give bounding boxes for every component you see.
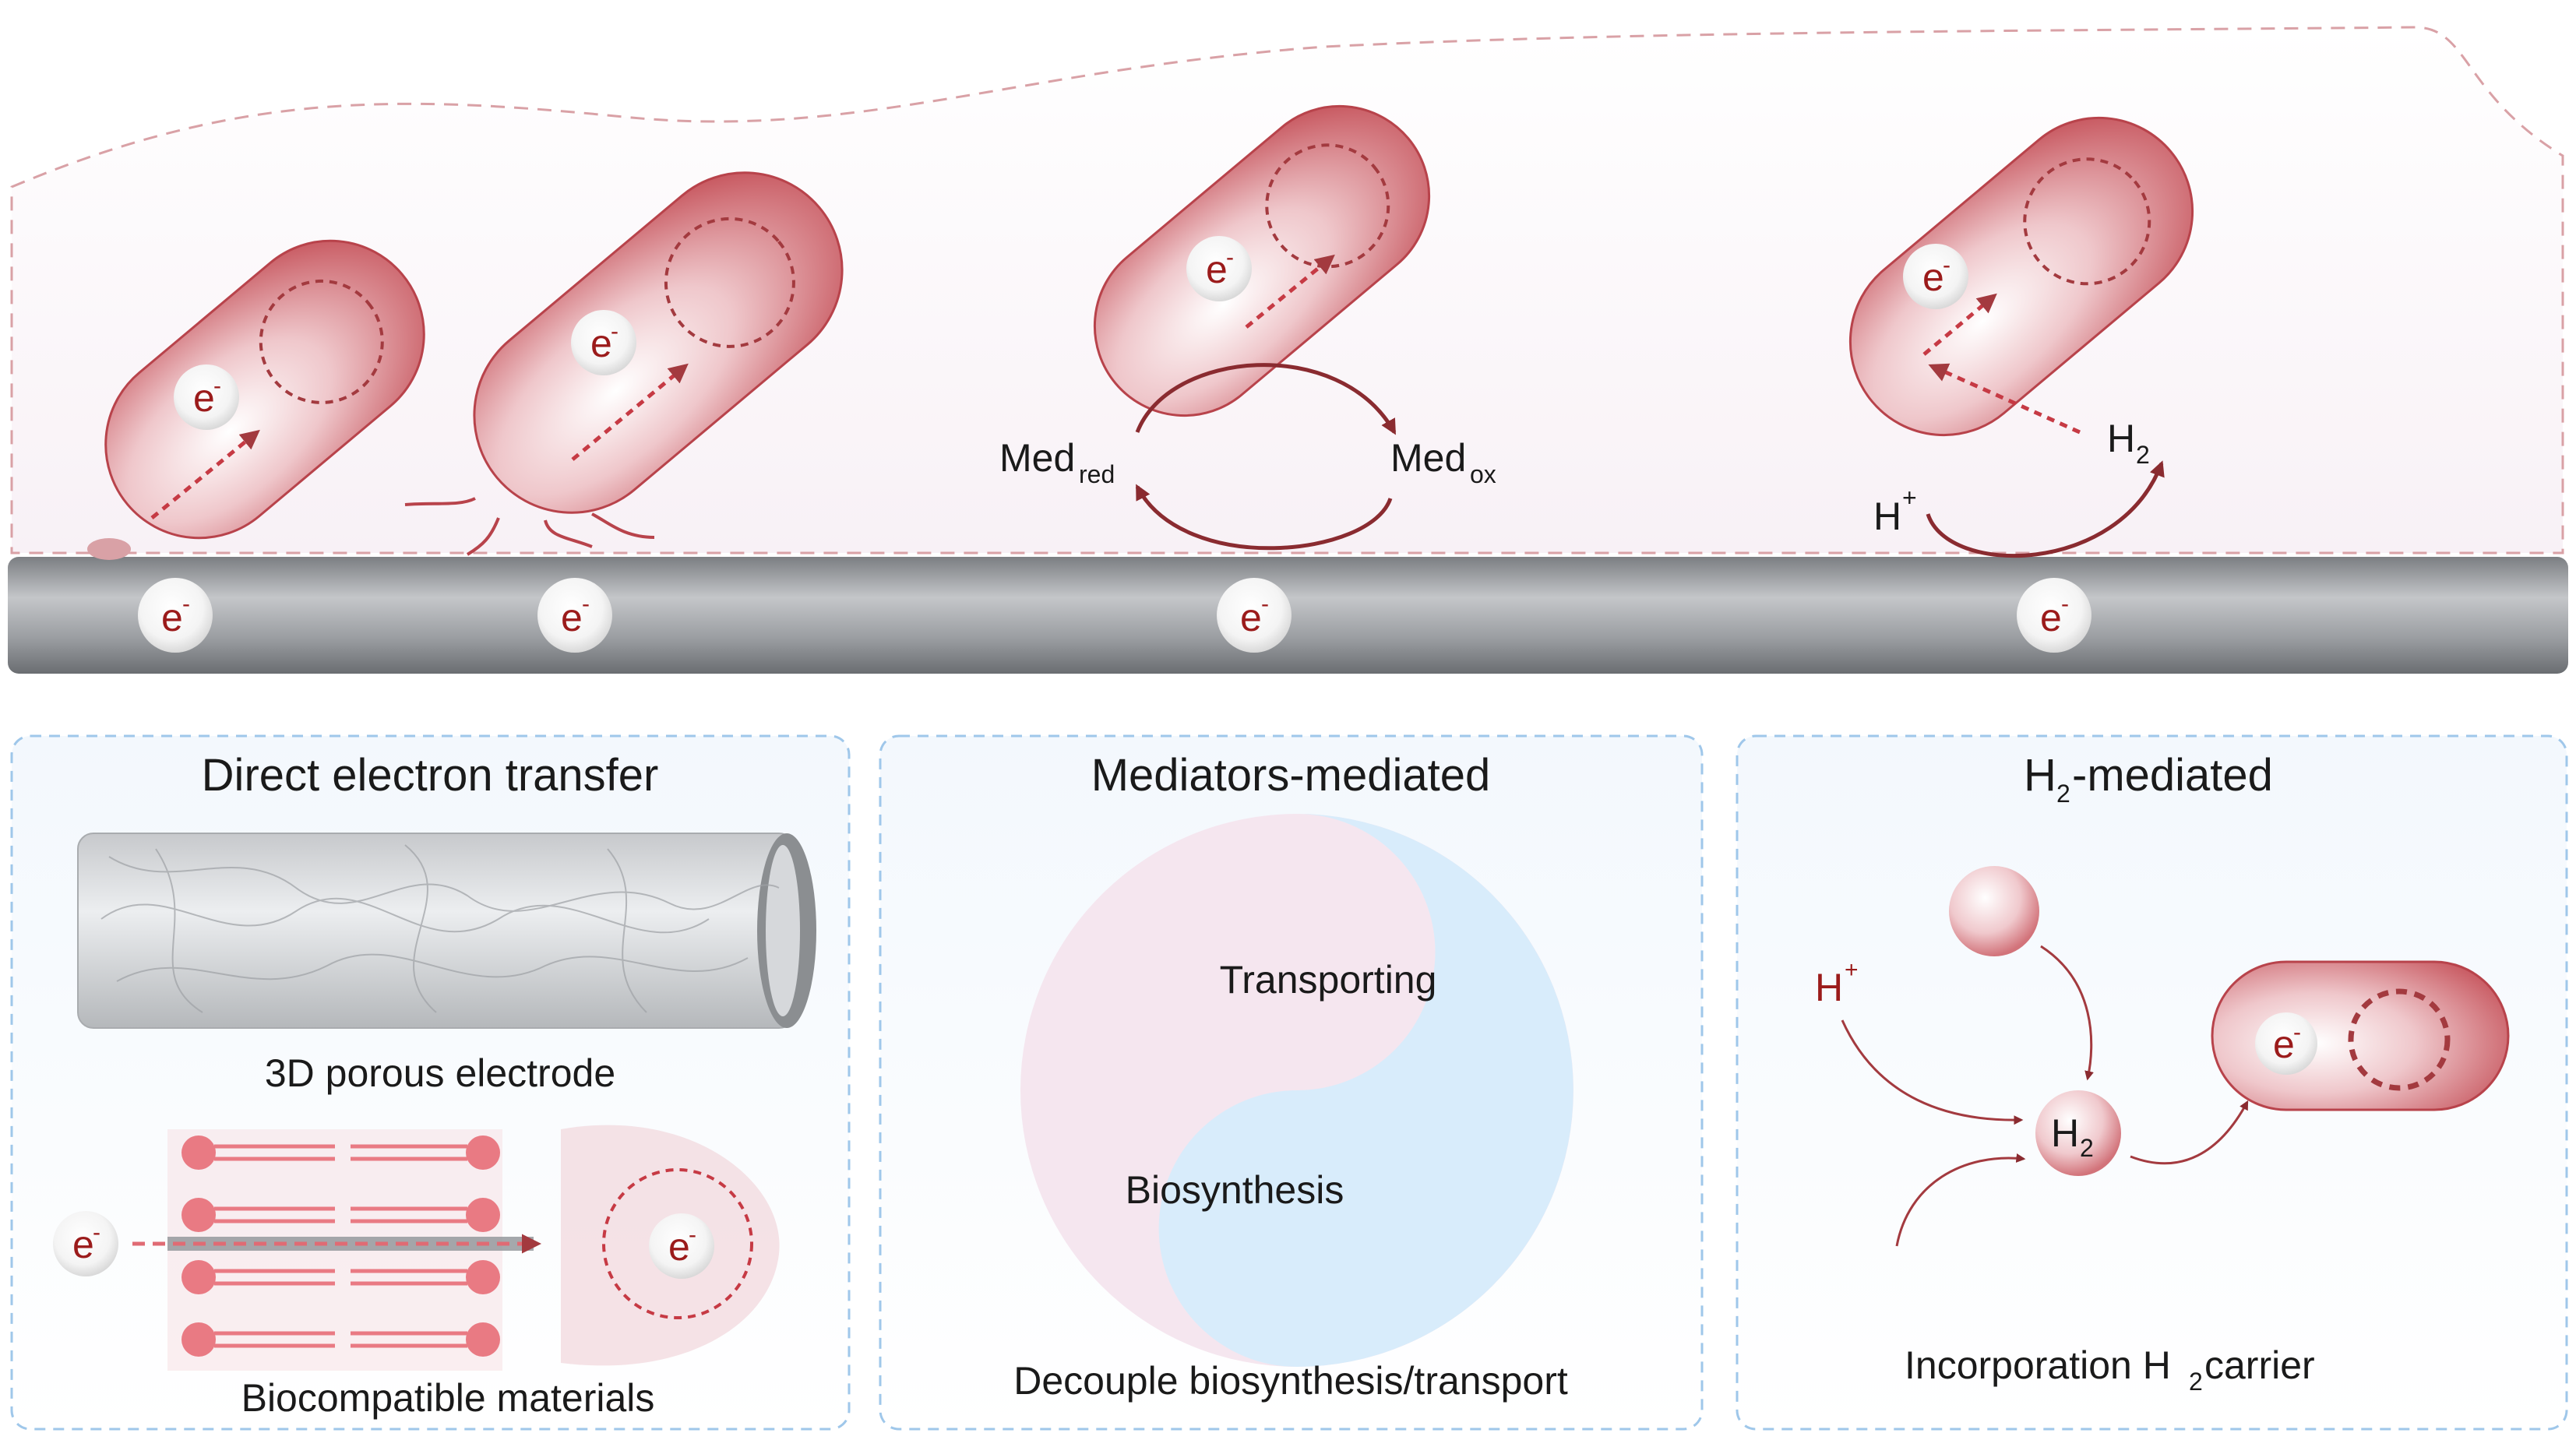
electron-charge: - [1226,245,1234,270]
electron-bubble-icon: e - [2017,578,2091,653]
electron-bubble-icon: e - [1903,244,1968,309]
intracellular-electron-arrows [150,254,2081,519]
electron-label: e [561,596,583,639]
bacterium-cell-icon [104,239,425,540]
svg-text:carrier: carrier [2204,1343,2315,1387]
electron-label: e [1206,248,1228,291]
electron-charge: - [1261,591,1269,617]
cell-hydrogen [1848,116,2194,437]
bacterium-cell-icon [1848,116,2194,437]
electron-bubble-icon: e - [53,1211,118,1276]
metabolic-cycle-icon [1265,143,1390,269]
electron-charge: - [611,319,618,344]
panel-title-h2: H 2 -mediated [2024,750,2273,808]
electron-bubble-icon: e - [571,310,636,375]
electron-bubble-icon: e - [2255,1012,2317,1075]
electron-label: e [193,376,215,420]
yin-yang-upper-label: Transporting [1220,958,1437,1002]
electron-charge: - [2293,1019,2301,1045]
mediator-oxidized-label: Med ox [1390,436,1496,488]
svg-text:Incorporation H: Incorporation H [1905,1343,2171,1387]
cell-direct-contact [104,239,425,540]
electron-bubble-icon: e - [537,578,612,653]
electron-charge: - [213,373,221,399]
caption-h2-carrier: Incorporation H 2 carrier [1905,1343,2315,1396]
electron-label: e [1922,255,1944,299]
svg-text:H: H [2024,750,2056,801]
h2-carrier-bubble: H 2 [2035,1090,2121,1176]
electron-charge: - [2061,591,2069,617]
caption-biocompatible-materials: Biocompatible materials [241,1376,655,1420]
electron-label: e [590,322,612,365]
porous-electrode-tube-icon [77,833,816,1029]
caption-decouple: Decouple biosynthesis/transport [1013,1359,1568,1403]
electron-charge: - [182,591,190,617]
electron-label: e [2040,596,2062,639]
cell-nanowire [473,171,844,514]
electron-label: e [72,1223,94,1266]
cell-mediator [1093,104,1431,417]
svg-text:2: 2 [2136,441,2150,469]
metabolic-cycle-icon [259,279,384,404]
electron-bubble-icon: e - [1186,236,1252,301]
electron-charge: - [689,1222,696,1248]
electron-label: e [161,596,183,639]
svg-text:H: H [2051,1111,2079,1155]
svg-text:H: H [1815,966,1843,1009]
svg-text:Med: Med [1390,436,1466,480]
electron-charge: - [582,591,590,617]
mediator-reduced-label: Med red [999,436,1115,488]
panel-title-direct: Direct electron transfer [202,750,659,801]
cell-fragment-icon: e - [561,1125,780,1366]
h2-formation-arrows [1841,945,2249,1247]
electron-bubble-icon: e - [174,364,239,430]
bacterium-cell-icon [473,171,844,514]
svg-text:-mediated: -mediated [2072,750,2273,801]
svg-text:ox: ox [1470,460,1496,488]
electron-charge: - [93,1220,100,1245]
svg-text:red: red [1079,460,1115,488]
electron-charge: - [1943,252,1951,278]
svg-text:Med: Med [999,436,1075,480]
svg-text:H: H [2107,417,2135,460]
svg-text:+: + [1902,484,1917,512]
panel-h2-mediated [1736,734,2568,1431]
electron-bubble-icon: e - [1217,578,1292,653]
contact-protein-icon [87,538,131,560]
yin-yang-lower-label: Biosynthesis [1126,1168,1344,1212]
proton-label: H + [1873,484,1917,538]
panel-cell: e - [2211,960,2510,1111]
svg-text:2: 2 [2080,1134,2094,1162]
proton-reduction-arrow [1926,460,2165,558]
electron-label: e [2273,1023,2295,1066]
lipid-bilayer-icon [167,1129,534,1371]
metabolic-cycle-icon [2348,988,2451,1091]
nanowire-appendages [404,497,655,556]
hydrogen-label: H 2 [2107,417,2150,469]
electron-bubble-icon: e - [138,578,213,653]
proton-label-panel: H + [1815,957,1859,1009]
yin-yang-icon [1020,814,1573,1367]
svg-text:+: + [1845,957,1859,983]
panel-title-mediators: Mediators-mediated [1091,750,1491,801]
electron-label: e [1240,596,1262,639]
mediator-redox-cycle [1135,363,1397,551]
bacterium-cell-icon [1093,104,1431,417]
caption-porous-electrode: 3D porous electrode [265,1051,615,1095]
svg-text:2: 2 [2056,780,2070,808]
svg-text:H: H [1873,495,1901,538]
hydrogen-bubble-icon [1949,866,2039,956]
svg-text:2: 2 [2189,1368,2203,1396]
electron-label: e [668,1225,690,1269]
